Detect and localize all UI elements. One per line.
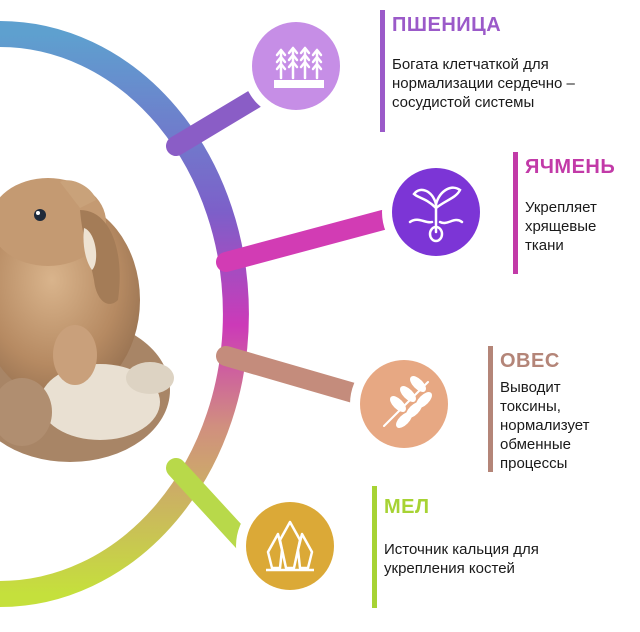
wheat-line-1: Богата клетчаткой для <box>392 56 549 73</box>
wheat-icon <box>274 46 324 88</box>
wheat-accent-bar <box>380 10 385 132</box>
crystal-icon <box>266 520 314 572</box>
oats-line-5: процессы <box>500 455 568 472</box>
barley-accent-bar <box>513 152 518 274</box>
spoke-barley <box>216 206 408 272</box>
barley-line-2: хрящевые <box>525 218 597 235</box>
chalk-title: МЕЛ <box>384 496 430 518</box>
chalk-line-2: укрепления костей <box>384 560 515 577</box>
spoke-oats <box>216 346 374 406</box>
oats-title: ОВЕС <box>500 350 560 372</box>
connector-ring <box>0 21 249 607</box>
wheat-disc <box>242 12 350 120</box>
rabbit-illustration <box>0 178 174 462</box>
oats-line-4: обменные <box>500 436 571 453</box>
chalk-disc <box>236 492 344 600</box>
oats-accent-bar <box>488 346 493 472</box>
chalk-accent-bar <box>372 486 377 608</box>
oats-line-1: Выводит <box>500 379 561 396</box>
connector-spokes <box>166 76 408 552</box>
wheat-title: ПШЕНИЦА <box>392 14 502 36</box>
chalk-description: Источник кальция для укрепления костей <box>384 540 539 578</box>
wheat-description: Богата клетчаткой для нормализации серде… <box>392 55 575 112</box>
barley-description: Укрепляет хрящевые ткани <box>525 198 597 255</box>
barley-disc <box>382 158 490 266</box>
leaf-branch-icon <box>383 376 432 428</box>
oats-line-3: нормализует <box>500 417 590 434</box>
barley-line-3: ткани <box>525 237 564 254</box>
chalk-line-1: Источник кальция для <box>384 541 539 558</box>
barley-line-1: Укрепляет <box>525 199 597 216</box>
oats-line-2: токсины, <box>500 398 561 415</box>
oats-disc <box>350 350 458 458</box>
wheat-line-3: сосудистой системы <box>392 94 535 111</box>
barley-title: ЯЧМЕНЬ <box>525 156 616 178</box>
spoke-chalk <box>166 458 254 552</box>
oats-description: Выводит токсины, нормализует обменные пр… <box>500 378 590 473</box>
wheat-line-2: нормализации сердечно – <box>392 75 575 92</box>
sprout-icon <box>408 186 464 243</box>
